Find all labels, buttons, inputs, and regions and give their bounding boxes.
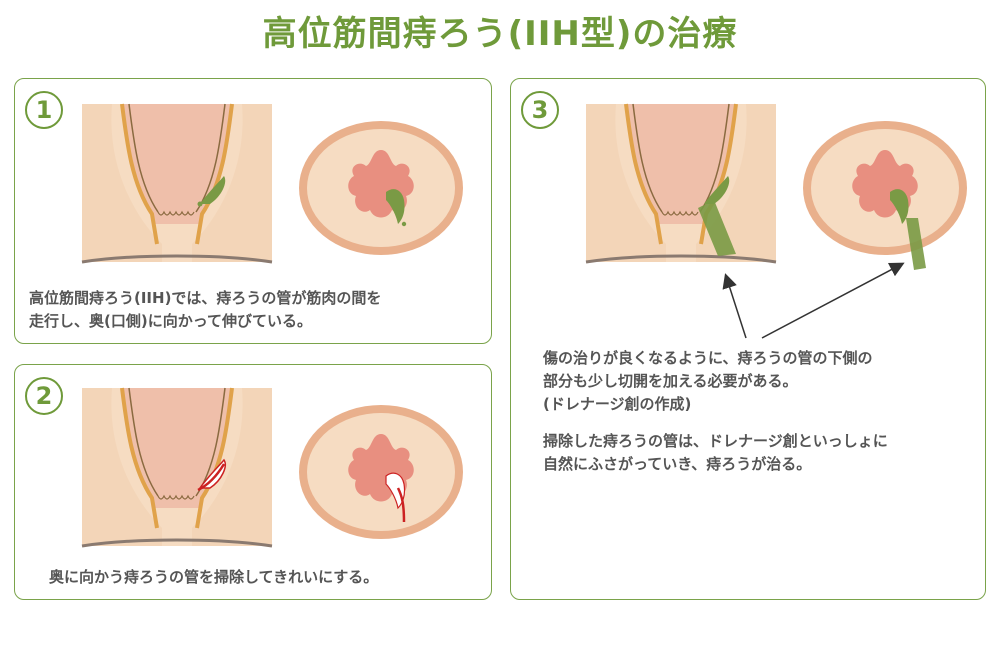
step-number-badge: 3: [521, 91, 559, 129]
caption-line: 自然にふさがっていき、痔ろうが治る。: [543, 455, 812, 473]
caption-line: (ドレナージ創の作成): [543, 395, 692, 413]
caption-line: 走行し、奥(口側)に向かって伸びている。: [29, 312, 312, 330]
anal-cross-section-illustration: [803, 121, 967, 270]
caption-line: 奥に向かう痔ろうの管を掃除してきれいにする。: [49, 568, 379, 586]
anal-canal-section-illustration: [81, 103, 273, 264]
step-2-caption: 奥に向かう痔ろうの管を掃除してきれいにする。: [49, 566, 489, 589]
step-number-badge: 2: [25, 377, 63, 415]
step-1-caption: 高位筋間痔ろう(IIH)では、痔ろうの管が筋肉の間を 走行し、奥(口側)に向かっ…: [29, 287, 489, 333]
step-number-badge: 1: [25, 91, 63, 129]
anal-canal-section-illustration: [585, 103, 777, 264]
caption-line: 高位筋間痔ろう(IIH)では、痔ろうの管が筋肉の間を: [29, 289, 382, 307]
anal-cross-section-illustration: [299, 405, 463, 539]
caption-line: 部分も少し切開を加える必要がある。: [543, 372, 798, 390]
anal-cross-section-illustration: [299, 121, 463, 255]
caption-line: 傷の治りが良くなるように、痔ろうの管の下側の: [543, 349, 873, 367]
caption-line: 掃除した痔ろうの管は、ドレナージ創といっしょに: [543, 432, 888, 450]
step-3-caption: 傷の治りが良くなるように、痔ろうの管の下側の 部分も少し切開を加える必要がある。…: [543, 347, 983, 476]
anal-canal-section-illustration: [81, 387, 273, 548]
page-title: 高位筋間痔ろう(IIH型)の治療: [262, 14, 738, 54]
